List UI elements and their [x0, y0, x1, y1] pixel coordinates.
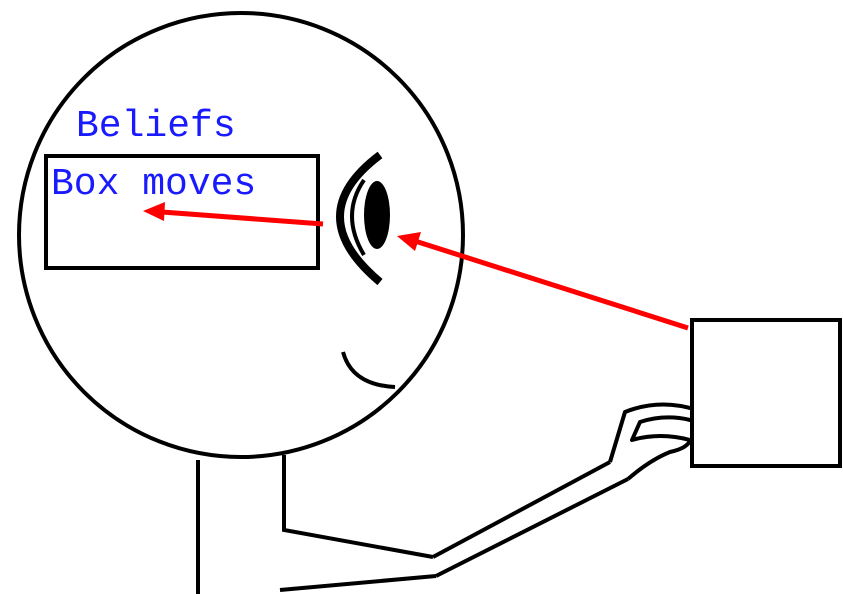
belief-box: [44, 154, 320, 270]
belief-arrow: [143, 202, 324, 227]
arm-lower-line: [279, 574, 437, 592]
arm-lower-line-2: [435, 477, 629, 578]
beliefs-title: Beliefs: [76, 105, 236, 148]
head-outline: [17, 11, 465, 459]
arm-upper-line: [432, 460, 611, 559]
hand-outline: [608, 402, 700, 481]
belief-content-text: Box moves: [51, 163, 257, 206]
square-box: [690, 318, 842, 468]
eye-icon: [336, 151, 390, 286]
smile-icon: [341, 351, 396, 389]
body-right-line: [282, 455, 434, 559]
perception-arrow: [397, 232, 689, 331]
